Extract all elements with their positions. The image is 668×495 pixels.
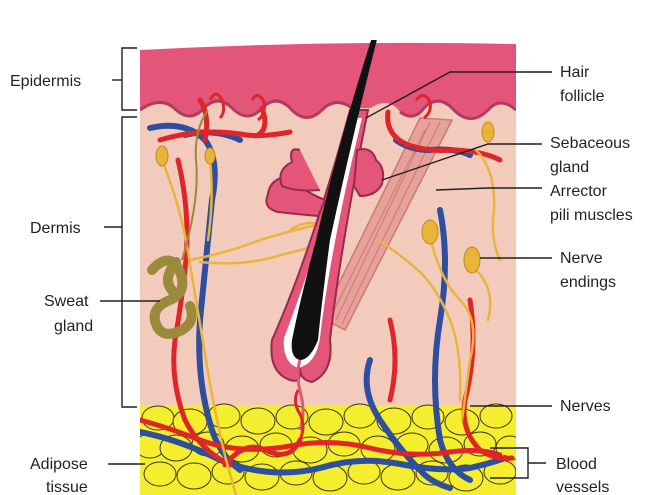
label-hair-follicle-line1: Hair — [560, 64, 590, 81]
label-sebaceous-line2: gland — [550, 159, 589, 176]
label-dermis: Dermis — [30, 220, 81, 237]
label-nerve-endings-line2: endings — [560, 274, 616, 291]
left-brackets — [104, 48, 137, 407]
label-epidermis: Epidermis — [10, 73, 81, 90]
label-arrector-line2: pili muscles — [550, 207, 633, 224]
label-sweat-gland-line1: Sweat — [44, 293, 89, 310]
label-hair-follicle-line2: follicle — [560, 88, 605, 105]
label-adipose-line1: Adipose — [30, 456, 88, 473]
label-arrector-line1: Arrector — [550, 183, 608, 200]
label-nerve-endings-line1: Nerve — [560, 250, 603, 267]
label-nerves: Nerves — [560, 398, 611, 415]
label-sebaceous-line1: Sebaceous — [550, 135, 630, 152]
label-adipose-line2: tissue — [46, 479, 88, 495]
label-blood-vessels-line2: vessels — [556, 479, 609, 495]
label-sweat-gland-line2: gland — [54, 318, 93, 335]
label-blood-vessels-line1: Blood — [556, 456, 597, 473]
